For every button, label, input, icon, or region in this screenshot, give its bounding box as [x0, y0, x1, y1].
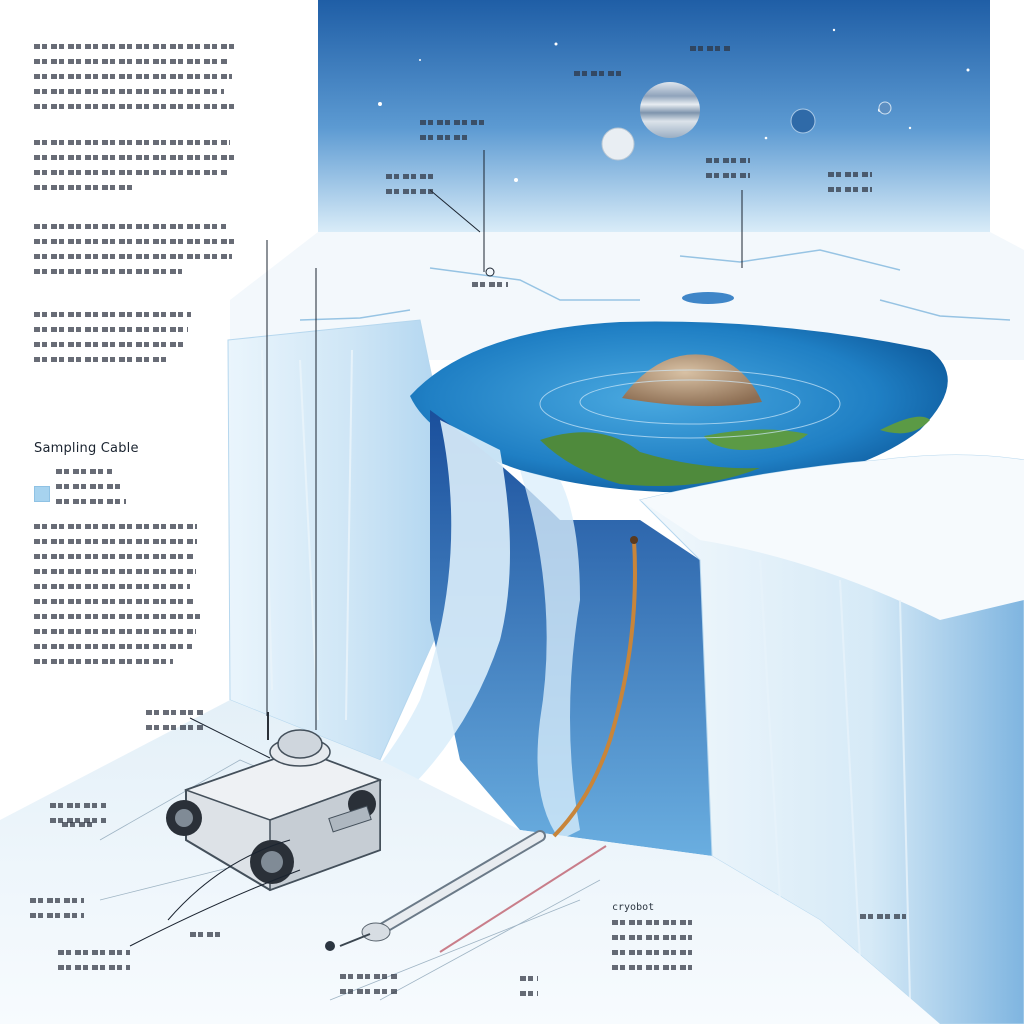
callout-label	[828, 172, 872, 202]
cryobot-callout-text	[612, 920, 692, 980]
leader-lines	[129, 150, 743, 947]
legend-swatch	[34, 486, 50, 502]
sampling-cable-icon	[552, 539, 637, 838]
moon-icon	[601, 127, 635, 161]
callout-label	[190, 932, 220, 947]
waterfall	[320, 420, 580, 840]
callout-label	[706, 158, 750, 188]
callout-label	[386, 174, 434, 204]
callout-label	[146, 710, 204, 740]
cryobot-callout-title: cryobot	[612, 902, 655, 913]
callout-label	[472, 282, 508, 297]
callout-label	[860, 914, 906, 929]
callout-label	[420, 120, 484, 150]
planet-icon	[640, 82, 700, 138]
rover-icon	[166, 712, 383, 892]
cryobot-probe-icon	[325, 830, 546, 951]
callout-label	[62, 822, 92, 837]
callout-label	[520, 976, 538, 1006]
lake-ripples	[539, 369, 841, 439]
intro-paragraph	[34, 44, 238, 119]
legend-heading: Sampling Cable	[34, 441, 139, 456]
subglacial-lake	[410, 321, 948, 493]
intro-paragraph	[34, 224, 240, 284]
island-green	[704, 429, 808, 450]
ice-plain	[230, 232, 1024, 360]
moon-icon	[878, 101, 892, 115]
intro-paragraph	[34, 140, 238, 200]
moon-icon	[790, 108, 816, 134]
callout-label	[340, 974, 398, 1004]
ice-block-top	[640, 455, 1024, 620]
intro-paragraph	[34, 312, 194, 372]
stars	[378, 28, 970, 182]
callout-label	[690, 46, 730, 61]
legend-caption	[56, 469, 136, 514]
callout-label	[58, 950, 130, 980]
island-green	[540, 432, 760, 486]
callout-label	[30, 898, 84, 928]
island-green	[880, 416, 930, 434]
ice-cracks	[299, 249, 1011, 321]
callout-label	[574, 71, 624, 86]
ice-hole	[682, 292, 734, 304]
callout-label	[50, 803, 106, 833]
body-paragraph	[34, 524, 204, 674]
